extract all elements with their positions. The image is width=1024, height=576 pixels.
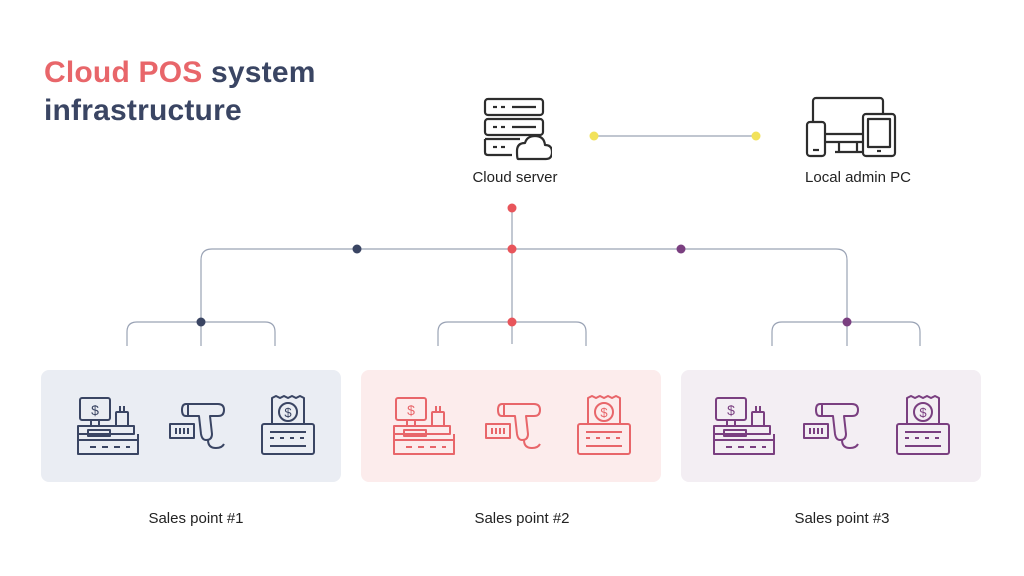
local-admin-pc-label: Local admin PC <box>805 169 911 186</box>
pos-terminal-icon: $ <box>713 397 775 455</box>
branch-dot-3 <box>842 317 852 327</box>
barcode-scanner-icon <box>485 403 541 449</box>
title-rest: system <box>202 56 316 89</box>
main-bus <box>200 248 848 322</box>
svg-text:$: $ <box>284 405 292 420</box>
svg-text:$: $ <box>91 402 99 418</box>
pos-terminal-icon: $ <box>393 397 455 455</box>
barcode-scanner-icon <box>803 403 859 449</box>
sales-point-label-1: Sales point #1 <box>148 510 244 527</box>
server-icon <box>483 97 552 161</box>
page-title: Cloud POS system infrastructure <box>44 54 316 130</box>
server-dot <box>507 203 517 213</box>
branch-dot-1 <box>196 317 206 327</box>
link-dot-right <box>751 131 761 141</box>
cloud-icon <box>515 134 552 161</box>
devices-icon <box>805 96 897 158</box>
bus-dot-center <box>507 244 517 254</box>
cloud-server-label: Cloud server <box>472 169 558 186</box>
svg-text:$: $ <box>407 402 415 418</box>
receipt-printer-icon: $ <box>577 395 631 455</box>
bus-dot-left <box>352 244 362 254</box>
receipt-printer-icon: $ <box>261 395 315 455</box>
svg-text:$: $ <box>727 402 735 418</box>
pos-terminal-icon: $ <box>77 397 139 455</box>
receipt-printer-icon: $ <box>896 395 950 455</box>
title-line2: infrastructure <box>44 94 242 127</box>
barcode-scanner-icon <box>169 403 225 449</box>
title-accent: Cloud POS <box>44 56 203 89</box>
branch-dot-2 <box>507 317 517 327</box>
link-dot-left <box>589 131 599 141</box>
svg-text:$: $ <box>919 405 927 420</box>
sales-point-label-3: Sales point #3 <box>794 510 890 527</box>
bus-dot-right <box>676 244 686 254</box>
sales-point-label-2: Sales point #2 <box>474 510 570 527</box>
svg-text:$: $ <box>600 405 608 420</box>
